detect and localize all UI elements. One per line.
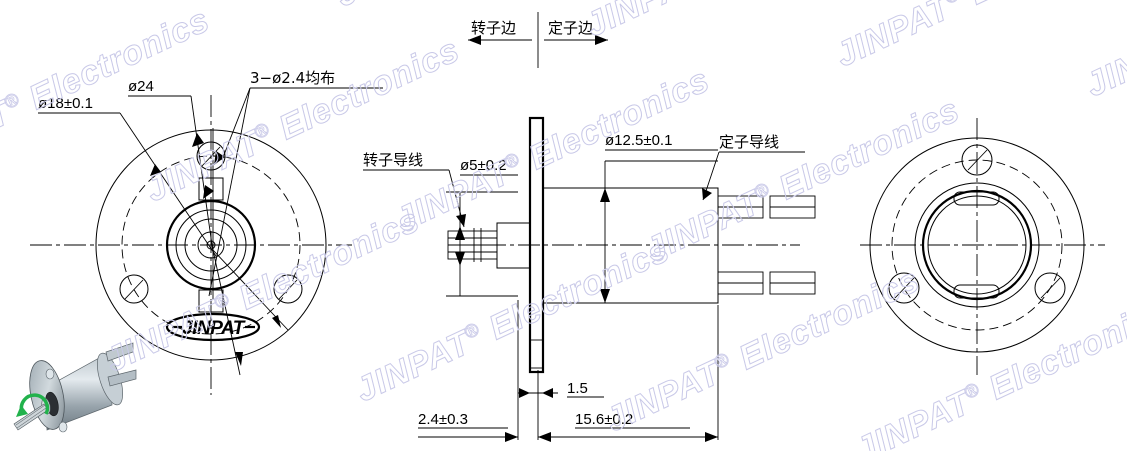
holes-leader-a [208,87,251,297]
d1p5-arrow-right [542,388,553,398]
left-mounting-hole-top [196,141,226,171]
d15p6-arrow-left [538,432,551,442]
left-hole-top-slash [201,146,221,167]
product-wire-1 [15,404,46,426]
dim-d125: ø12.5±0.1 [600,132,718,303]
left-hub-ring-2 [175,209,247,281]
stator-arrow-head [595,35,608,45]
dim-d5: ø5±0.2 [446,157,518,297]
right-hub-outer-circle [914,182,1040,308]
section-rotor-boss [496,222,531,269]
left-outer-flange-circle [95,129,327,361]
right-slot-top [953,191,1000,206]
holes-arrow-b [203,185,214,199]
d24-leader [190,95,214,253]
left-hub-ring-3 [184,218,238,272]
holes-leader-b [221,87,251,161]
section-main-body [542,187,719,304]
product-photo-thumbnail [13,342,137,433]
rotor-lead-wires [447,228,498,262]
d1p5-arrow-left [519,388,530,398]
product-wire-2 [16,407,47,429]
rotor-arrow-head [468,35,481,45]
detail-1p5-block [529,339,544,369]
d24-label: ø24 [128,78,154,95]
d18-arrow [150,164,161,176]
d24-arrow [192,133,204,147]
left-bolt-circle [121,155,301,335]
right-mounting-hole-lower-left [888,272,920,304]
right-mounting-hole-lower-right [1034,272,1066,304]
d125-arrow-down [600,289,610,303]
right-outer-flange-circle [869,137,1085,353]
d18-leader [119,112,217,257]
stator-lead-wires [717,195,816,295]
stator-lead-label: 定子导线 [719,133,779,151]
bottom-dimension-chain: 1.5 2.4±0.3 15.6±0.2 [418,300,719,442]
brand-logo-label: JINPAT [182,318,246,339]
right-hub-inner-circle [927,195,1027,295]
right-hub-bore-circle [921,189,1033,301]
stator-side-label: 定子边 [548,19,593,37]
product-rotation-arrow [19,393,50,415]
d125-label: ø12.5±0.1 [605,132,672,149]
left-hub-tab-top [198,177,224,201]
product-tab-upper [105,342,134,362]
rotor-lead-label: 转子导线 [363,151,423,169]
d5-arrow-down [455,252,465,266]
holes-label: 3−ø2.4均布 [250,69,335,87]
right-slot-bottom [953,284,1000,299]
d1p5-label: 1.5 [567,380,588,397]
rotor-side-label: 转子边 [471,19,516,37]
left-hub-ring-4 [197,231,225,259]
right-mounting-hole-top [961,144,993,176]
d15p6-arrow-right [705,432,718,442]
holes-arrow-a [214,151,225,165]
left-hub-tab-bottom [198,289,224,313]
brand-logo-ellipse [165,312,261,342]
left-end-face-view: ø18±0.1 ø24 3−ø2.4均布 JINPAT [30,69,383,395]
d125-arrow-up [600,188,610,202]
rotor-lead-arrow [456,214,466,227]
left-hub-outer-ring [165,199,257,291]
d18-label: ø18±0.1 [38,95,93,112]
left-aux-leader-down [212,249,241,376]
right-hole-ll-slash [894,277,915,299]
right-hole-top-slash [967,149,988,171]
left-hole-lr-slash [278,279,298,300]
d2p4-arrow [505,432,518,442]
d5-arrow-up [455,226,465,240]
right-hole-lr-slash [1040,277,1061,299]
left-mounting-hole-lower-left [119,274,149,304]
left-hole-ll-slash [124,279,144,300]
d5-label: ø5±0.2 [460,157,507,174]
left-aux-arrow-down [235,352,243,366]
left-aux-arrow-diag [272,315,281,328]
product-rotation-arrowhead [16,405,28,417]
d2p4-label: 2.4±0.3 [418,411,468,428]
product-flange-hole-top [45,368,55,380]
left-mounting-hole-lower-right [273,274,303,304]
d15p6-label: 15.6±0.2 [575,411,633,428]
product-flange-hole-bottom [58,421,68,433]
brand-logo: JINPAT [165,312,261,342]
stator-lead-arrow [702,188,712,200]
right-end-face-view [860,118,1105,375]
center-cross-section-view: 转子边 定子边 [363,12,816,442]
product-tab-lower [107,369,137,387]
